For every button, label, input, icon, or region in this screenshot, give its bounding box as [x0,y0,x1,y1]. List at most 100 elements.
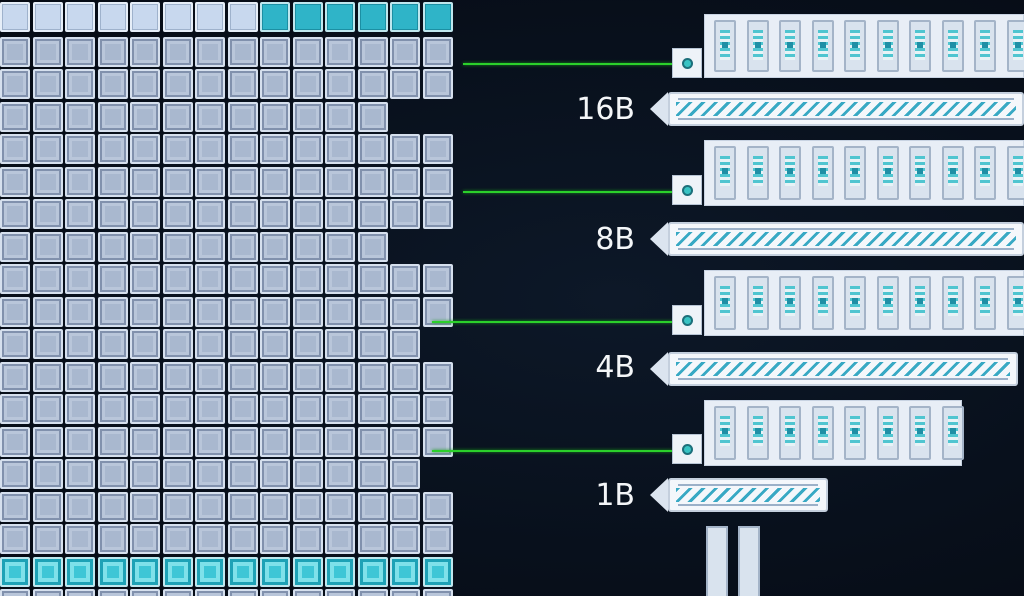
memory-cell-icon[interactable] [844,406,866,460]
grid-cell[interactable] [227,296,258,327]
memory-cell-icon[interactable] [779,276,801,330]
grid-cell[interactable] [227,329,258,359]
grid-cell[interactable] [227,101,258,132]
grid-cell[interactable] [32,361,63,392]
grid-cell[interactable] [390,166,420,197]
grid-cell[interactable] [130,166,160,197]
grid-cell[interactable] [292,296,323,327]
grid-cell[interactable] [130,329,160,359]
grid-cell[interactable] [390,394,420,424]
grid-cell[interactable] [260,101,290,132]
grid-cell[interactable] [292,199,323,229]
grid-cell[interactable] [227,36,258,67]
grid-cell[interactable] [0,231,30,262]
grid-cell[interactable] [325,36,355,67]
grid-cell[interactable] [97,101,128,132]
memory-cell-icon[interactable] [941,20,964,72]
grid-cell[interactable] [390,264,420,294]
grid-cell[interactable] [390,2,420,32]
grid-cell[interactable] [325,329,355,359]
grid-cell[interactable] [195,36,225,67]
grid-cell[interactable] [32,524,63,554]
memory-cell-icon[interactable] [941,276,964,330]
memory-cell-icon[interactable] [746,146,769,200]
memory-cell-icon[interactable] [811,276,834,330]
grid-cell[interactable] [0,394,30,424]
grid-cell[interactable] [357,589,388,596]
grid-cell[interactable] [97,589,128,596]
grid-cell[interactable] [260,264,290,294]
grid-cell[interactable] [422,134,453,164]
grid-cell[interactable] [162,134,193,164]
grid-cell[interactable] [325,394,355,424]
grid-cell[interactable] [65,491,95,522]
grid-cell[interactable] [357,166,388,197]
grid-cell[interactable] [260,199,290,229]
grid-cell[interactable] [227,134,258,164]
memory-cell-icon[interactable] [746,20,769,72]
teal-grid-cell[interactable] [325,556,355,587]
grid-cell[interactable] [292,394,323,424]
grid-cell[interactable] [97,394,128,424]
memory-cell-icon[interactable] [706,526,728,596]
grid-cell[interactable] [357,264,388,294]
grid-cell[interactable] [422,2,453,32]
grid-cell[interactable] [97,524,128,554]
grid-cell[interactable] [130,296,160,327]
grid-cell[interactable] [325,2,355,32]
grid-cell[interactable] [357,134,388,164]
grid-cell[interactable] [357,2,388,32]
memory-bus[interactable] [668,92,1024,126]
grid-cell[interactable] [130,231,160,262]
grid-cell[interactable] [195,426,225,457]
grid-cell[interactable] [195,2,225,32]
memory-cell-icon[interactable] [909,276,931,330]
grid-cell[interactable] [130,101,160,132]
grid-cell[interactable] [325,524,355,554]
grid-cell[interactable] [422,199,453,229]
grid-cell[interactable] [162,459,193,489]
grid-cell[interactable] [325,589,355,596]
memory-cell-icon[interactable] [876,20,899,72]
teal-grid-cell[interactable] [227,556,258,587]
grid-cell[interactable] [292,231,323,262]
teal-grid-cell[interactable] [422,556,453,587]
grid-cell[interactable] [260,231,290,262]
grid-cell[interactable] [357,199,388,229]
teal-grid-cell[interactable] [0,556,30,587]
memory-cell-icon[interactable] [738,526,760,596]
grid-cell[interactable] [32,264,63,294]
grid-cell[interactable] [65,394,95,424]
grid-cell[interactable] [227,426,258,457]
memory-bus[interactable] [668,222,1024,256]
grid-cell[interactable] [65,361,95,392]
grid-cell[interactable] [65,36,95,67]
grid-cell[interactable] [32,101,63,132]
grid-cell[interactable] [227,199,258,229]
memory-cell-icon[interactable] [714,406,736,460]
memory-cell-icon[interactable] [811,406,834,460]
grid-cell[interactable] [65,69,95,99]
grid-cell[interactable] [292,134,323,164]
grid-cell[interactable] [260,36,290,67]
grid-cell[interactable] [162,296,193,327]
grid-cell[interactable] [130,36,160,67]
grid-cell[interactable] [65,329,95,359]
grid-cell[interactable] [195,199,225,229]
memory-cell-icon[interactable] [779,146,801,200]
grid-cell[interactable] [422,36,453,67]
grid-cell[interactable] [32,296,63,327]
memory-cell-icon[interactable] [844,146,866,200]
grid-cell[interactable] [260,589,290,596]
memory-cell-icon[interactable] [876,146,899,200]
grid-cell[interactable] [292,36,323,67]
grid-cell[interactable] [32,69,63,99]
grid-cell[interactable] [162,264,193,294]
grid-cell[interactable] [0,264,30,294]
grid-cell[interactable] [357,524,388,554]
grid-cell[interactable] [0,329,30,359]
grid-cell[interactable] [292,69,323,99]
teal-grid-cell[interactable] [65,556,95,587]
grid-cell[interactable] [97,426,128,457]
